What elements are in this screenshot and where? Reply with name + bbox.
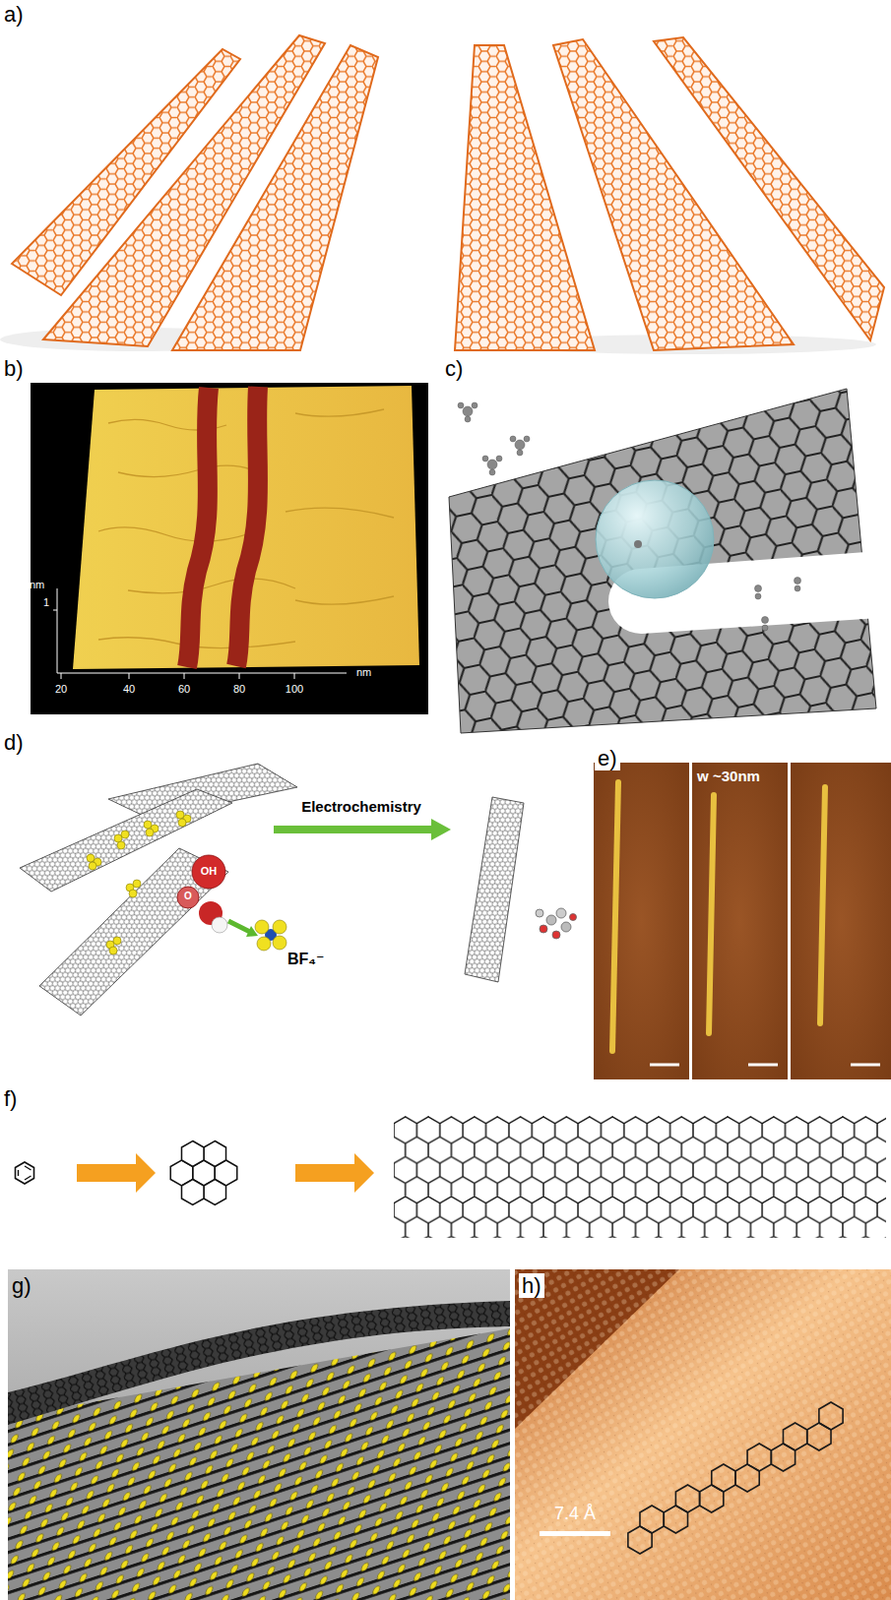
panel-letter: f) bbox=[3, 1086, 17, 1112]
axis-tick: 40 bbox=[123, 683, 135, 697]
atom-label: O bbox=[184, 891, 192, 903]
ion-label: BF₄⁻ bbox=[287, 951, 324, 969]
afm-ribbons bbox=[593, 763, 891, 1081]
electrochemistry-illustration bbox=[19, 763, 577, 1017]
axis-tick: 1 bbox=[43, 596, 50, 610]
panel-letter: d) bbox=[3, 730, 24, 756]
panel-letter: h) bbox=[518, 1273, 545, 1299]
panel-letter: b) bbox=[3, 356, 24, 382]
scale-bar-label: 7.4 Å bbox=[554, 1504, 596, 1526]
panel-letter: c) bbox=[445, 356, 463, 382]
axis-unit: nm bbox=[356, 666, 372, 680]
axis-tick: 20 bbox=[55, 683, 67, 697]
axis-tick: 80 bbox=[233, 683, 246, 697]
bottom-up-scheme bbox=[15, 1116, 888, 1239]
axis-tick: 60 bbox=[178, 683, 191, 697]
cutting-illustration bbox=[448, 388, 880, 734]
panel-letter: a) bbox=[3, 1, 24, 27]
arrow-label: Electrochemistry bbox=[301, 798, 422, 816]
afm-image bbox=[30, 382, 429, 715]
substrate-illustration bbox=[7, 1270, 510, 1600]
panel-letter: e) bbox=[594, 746, 621, 771]
axis-tick: 100 bbox=[285, 683, 304, 697]
width-label: w ~30nm bbox=[697, 767, 761, 785]
axis-unit: nm bbox=[29, 578, 45, 592]
nanoribbon-illustration bbox=[0, 35, 885, 355]
stm-image bbox=[514, 1270, 891, 1600]
atom-label: OH bbox=[200, 865, 218, 879]
panel-letter: g) bbox=[11, 1273, 32, 1299]
